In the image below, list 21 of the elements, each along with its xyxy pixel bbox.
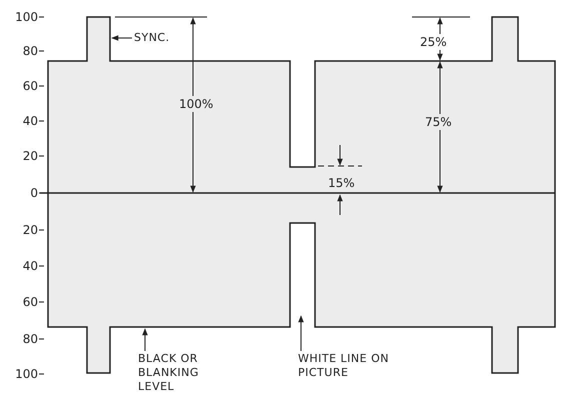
axis-tick-label: 80 <box>22 44 38 58</box>
leader-line <box>142 328 148 352</box>
leader-line <box>298 315 304 352</box>
callout-text: BLACK OR BLANKING LEVEL <box>138 352 228 394</box>
axis-tick-label: 100 <box>15 10 38 24</box>
dimension-label: 15% <box>328 176 355 190</box>
leader-line <box>111 35 132 41</box>
dimension-label: 25% <box>419 34 448 50</box>
axis-tick-label: 40 <box>22 259 38 273</box>
axis-tick-label: 100 <box>15 367 38 381</box>
axis-tick-label: 60 <box>22 79 38 93</box>
axis-tick-label: 40 <box>22 114 38 128</box>
axis-tick-label: 60 <box>22 295 38 309</box>
dimension-label: 100% <box>178 96 214 112</box>
dimension-label: 75% <box>424 114 453 130</box>
callout-text: WHITE LINE ON PICTURE <box>298 352 393 380</box>
axis-tick-label: 0 <box>30 186 38 200</box>
callout-text: SYNC. <box>134 31 194 45</box>
axis-tick-label: 20 <box>22 149 38 163</box>
axis-tick-label: 20 <box>22 223 38 237</box>
axis-tick-label: 80 <box>22 332 38 346</box>
